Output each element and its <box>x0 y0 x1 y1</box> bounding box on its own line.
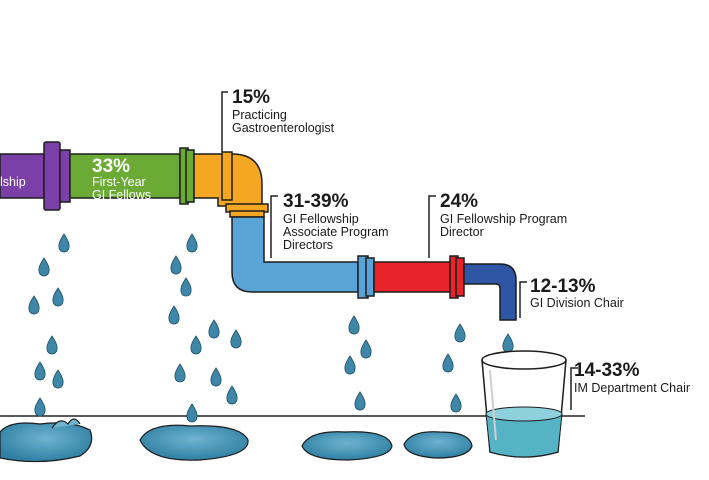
water-drop <box>360 339 372 359</box>
water-drop <box>168 305 180 325</box>
puddles <box>0 418 473 463</box>
water-drop <box>34 397 46 417</box>
water-drop <box>186 233 198 253</box>
water-drop <box>170 255 182 275</box>
stage-label-line: GI Fellowship Program <box>440 212 567 226</box>
stage-label-line: Practicing <box>232 108 287 122</box>
stage-label-line: Associate Program <box>283 225 389 239</box>
water-drop <box>450 393 462 413</box>
water-drop <box>190 335 202 355</box>
pipe-green <box>69 147 195 205</box>
stage-percent: 33% <box>92 156 130 177</box>
water-drop <box>230 329 242 349</box>
stage-percent: 15% <box>232 87 270 108</box>
pipe-purple <box>0 141 71 211</box>
water-drop <box>210 367 222 387</box>
water-drop <box>46 335 58 355</box>
stage-label-line: GI Division Chair <box>530 296 624 310</box>
pipe-red <box>373 255 465 299</box>
stage-label-first-year: 33% First-Year GI Fellows <box>92 156 151 202</box>
stage-label-line: IM Department Chair <box>574 381 690 395</box>
water-drop <box>174 363 186 383</box>
stage-label-line: lship <box>0 175 26 189</box>
glass-of-water <box>481 350 567 458</box>
water-drops <box>28 233 514 423</box>
water-drop <box>502 333 514 353</box>
stage-label-practicing: 15% Practicing Gastroenterologist <box>232 87 335 135</box>
water-drop <box>226 385 238 405</box>
stage-label-im-chair: 14-33% IM Department Chair <box>574 360 690 395</box>
water-drop <box>186 403 198 423</box>
stage-label-assoc-pd: 31-39% GI Fellowship Associate Program D… <box>283 191 389 252</box>
water-drop <box>442 353 454 373</box>
water-drop <box>348 315 360 335</box>
water-drop <box>344 355 356 375</box>
pipe-orange-elbow <box>193 151 269 218</box>
stage-label-line: GI Fellows <box>92 188 151 202</box>
stage-label-line: GI Fellowship <box>283 212 359 226</box>
stage-label-line: Gastroenterologist <box>232 121 335 135</box>
stage-label-chair: 12-13% GI Division Chair <box>530 276 624 310</box>
pipe-light-blue <box>231 216 375 299</box>
water-drop <box>34 361 46 381</box>
water-drop <box>58 233 70 253</box>
water-drop <box>28 295 40 315</box>
stage-label-line: First-Year <box>92 175 146 189</box>
stage-label-line: Directors <box>283 238 333 252</box>
water-drop <box>454 323 466 343</box>
water-drop <box>52 287 64 307</box>
stage-percent: 12-13% <box>530 276 596 297</box>
stage-percent: 24% <box>440 191 478 212</box>
callout-brackets <box>221 91 578 410</box>
stage-percent: 31-39% <box>283 191 349 212</box>
stage-label-line: Director <box>440 225 484 239</box>
stage-label-pd: 24% GI Fellowship Program Director <box>440 191 567 239</box>
water-drop <box>180 277 192 297</box>
stage-label-fellowship-cut: lship <box>0 175 26 189</box>
stage-percent: 14-33% <box>574 360 640 381</box>
water-drop <box>52 369 64 389</box>
water-drop <box>208 319 220 339</box>
pipe-dark-blue <box>463 263 517 321</box>
water-drop <box>354 391 366 411</box>
water-drop <box>38 257 50 277</box>
